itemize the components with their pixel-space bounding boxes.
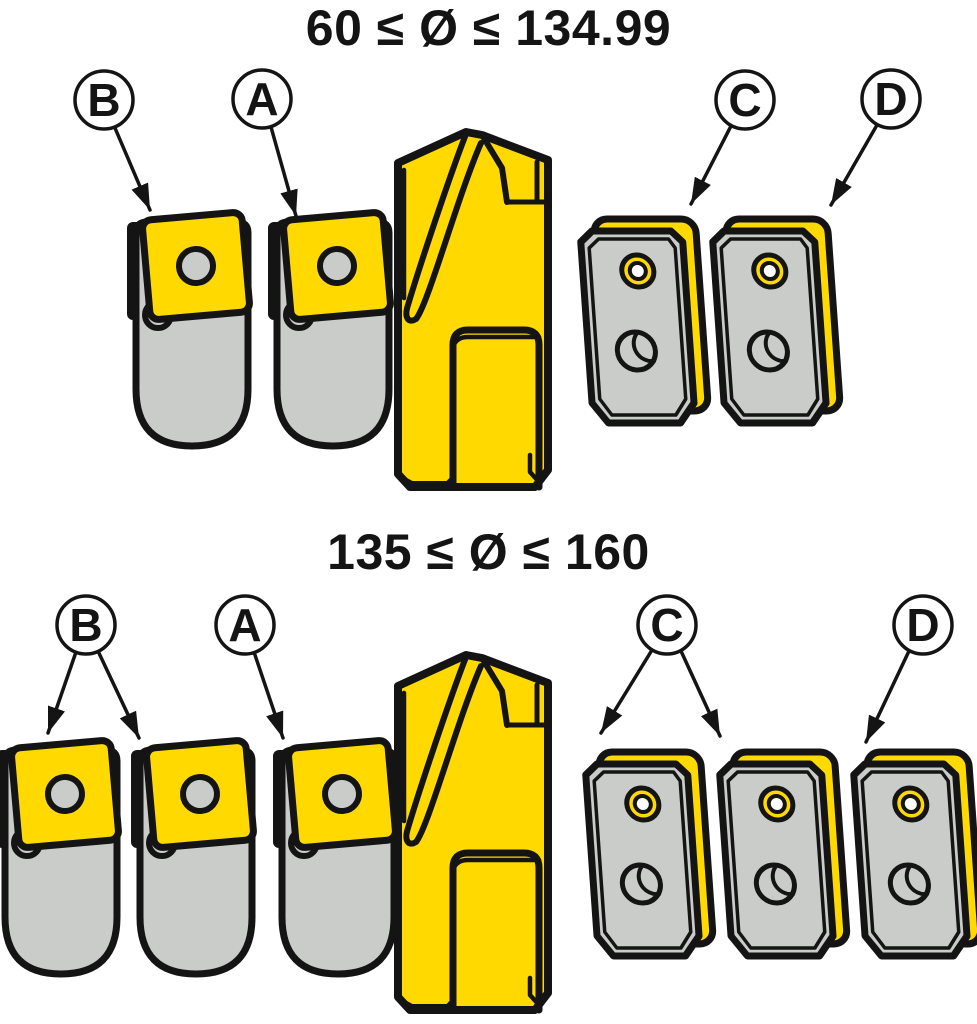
section-title-upper: 60 ≤ Ø ≤ 134.99	[305, 0, 672, 56]
balloon-c-upper: C	[714, 69, 776, 131]
seat-plate-upper-outer	[711, 219, 841, 423]
cartridge-lower-inner	[276, 740, 396, 974]
balloon-b-upper: B	[73, 69, 135, 131]
callout-arrow-b-upper	[113, 126, 152, 212]
svg-text:D: D	[906, 599, 939, 651]
svg-text:D: D	[874, 73, 907, 125]
cartridge-upper-inner	[271, 212, 391, 446]
section-title-lower: 135 ≤ Ø ≤ 160	[327, 524, 650, 580]
svg-text:A: A	[228, 599, 261, 651]
svg-text:C: C	[650, 599, 683, 651]
callout-arrow-b1-lower	[46, 650, 78, 735]
callout-arrow-d-upper	[829, 123, 879, 207]
drill-body-upper	[398, 132, 548, 487]
seat-plate-lower-inner-1	[584, 752, 714, 956]
balloon-d-lower: D	[892, 594, 954, 656]
svg-text:C: C	[728, 74, 761, 126]
seat-plate-lower-inner-2	[718, 752, 848, 956]
balloon-d-upper: D	[860, 68, 922, 130]
balloon-a-upper: A	[231, 68, 293, 130]
cartridge-lower-outer-1	[0, 740, 119, 974]
balloon-c-lower: C	[636, 594, 698, 656]
callout-arrow-a-upper	[269, 125, 298, 218]
seat-plate-lower-outer	[852, 752, 977, 956]
callout-arrow-a-lower	[252, 650, 285, 740]
balloon-b-lower: B	[55, 594, 117, 656]
svg-text:A: A	[245, 73, 278, 125]
callout-arrow-c1-lower	[599, 648, 654, 735]
svg-text:B: B	[87, 74, 120, 126]
callout-arrow-d-lower	[864, 649, 911, 744]
seat-plate-upper-inner	[579, 219, 709, 423]
drill-body-lower	[398, 655, 548, 1010]
svg-text:B: B	[69, 599, 102, 651]
balloon-a-lower: A	[214, 594, 276, 656]
cartridge-lower-outer-2	[134, 740, 254, 974]
callout-arrow-c-upper	[689, 124, 733, 206]
cartridge-upper-outer	[130, 212, 250, 446]
callout-arrow-c2-lower	[679, 649, 722, 738]
callout-arrow-b2-lower	[96, 649, 141, 740]
